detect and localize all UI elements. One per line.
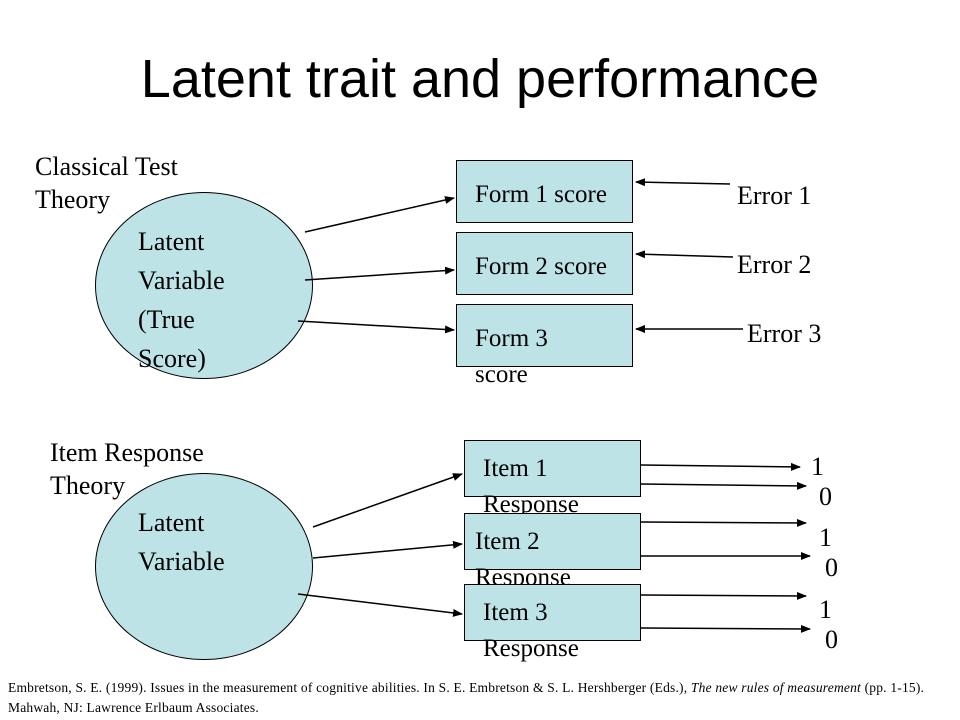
ctt-latent-line-3: (True: [138, 305, 195, 334]
error-2-label: Error 2: [737, 250, 812, 279]
irt-latent-line-2: Variable: [138, 547, 225, 576]
irt-arrow-item-1: [312, 473, 463, 528]
ctt-latent-ellipse: [95, 192, 313, 379]
item-1-arrow-1: [640, 462, 801, 471]
item-2-arrow-1: [640, 518, 807, 527]
irt-latent-label: Latent Variable: [138, 503, 225, 581]
irt-heading: Item Response Theory: [50, 436, 250, 502]
form-1-label: Form 1 score: [475, 181, 607, 208]
citation-publisher: (pp. 1-15). Mahwah, NJ: Lawrence Erlbaum…: [8, 680, 925, 715]
item-3-arrow-1: [640, 591, 807, 600]
ctt-latent-line-1: Latent: [138, 227, 205, 256]
item-2-outcome-1: 1: [819, 523, 832, 552]
item-3-label: Item 3 Response: [483, 599, 579, 662]
citation-main: Embretson, S. E. (1999). Issues in the m…: [8, 680, 691, 695]
form-3-label: Form 3 score: [475, 325, 548, 388]
error-2-arrow: [635, 250, 734, 259]
ctt-latent-line-2: Variable: [138, 266, 225, 295]
item-3-outcome-0: 0: [825, 625, 838, 654]
ctt-latent-line-4: Score): [138, 344, 206, 373]
form-2-box: Form 2 score: [456, 232, 633, 295]
form-3-box: Form 3 score: [456, 304, 633, 388]
item-3-outcome-1: 1: [819, 595, 832, 624]
irt-latent-line-1: Latent: [138, 508, 205, 537]
form-1-box: Form 1 score: [456, 160, 633, 223]
item-3-arrow-0: [640, 624, 811, 633]
irt-arrow-item-2: [312, 540, 463, 559]
item-1-outcome-1: 1: [811, 452, 824, 481]
item-3-box: Item 3 Response: [464, 584, 641, 662]
item-1-arrow-0: [640, 481, 807, 490]
slide-title: Latent trait and performance: [140, 49, 820, 109]
error-1-label: Error 1: [737, 181, 812, 210]
ctt-heading: Classical Test Theory: [35, 150, 225, 216]
irt-latent-ellipse: [95, 473, 313, 660]
item-2-box: Item 2 Response: [464, 513, 641, 591]
citation-book-title: The new rules of measurement: [690, 680, 861, 695]
form-2-label: Form 2 score: [475, 253, 607, 280]
irt-arrow-item-3: [297, 593, 463, 617]
ctt-arrow-form-1: [304, 196, 455, 233]
error-3-label: Error 3: [747, 319, 822, 348]
ctt-arrow-form-2: [304, 266, 455, 281]
ctt-latent-label: Latent Variable (True Score): [138, 222, 225, 378]
ctt-arrow-form-3: [297, 320, 455, 334]
error-1-arrow: [635, 178, 731, 187]
citation: Embretson, S. E. (1999). Issues in the m…: [8, 678, 958, 718]
item-1-outcome-0: 0: [819, 482, 832, 511]
irt-heading-text: Item Response Theory: [50, 438, 204, 500]
ctt-heading-text: Classical Test Theory: [35, 152, 178, 214]
item-2-outcome-0: 0: [825, 553, 838, 582]
